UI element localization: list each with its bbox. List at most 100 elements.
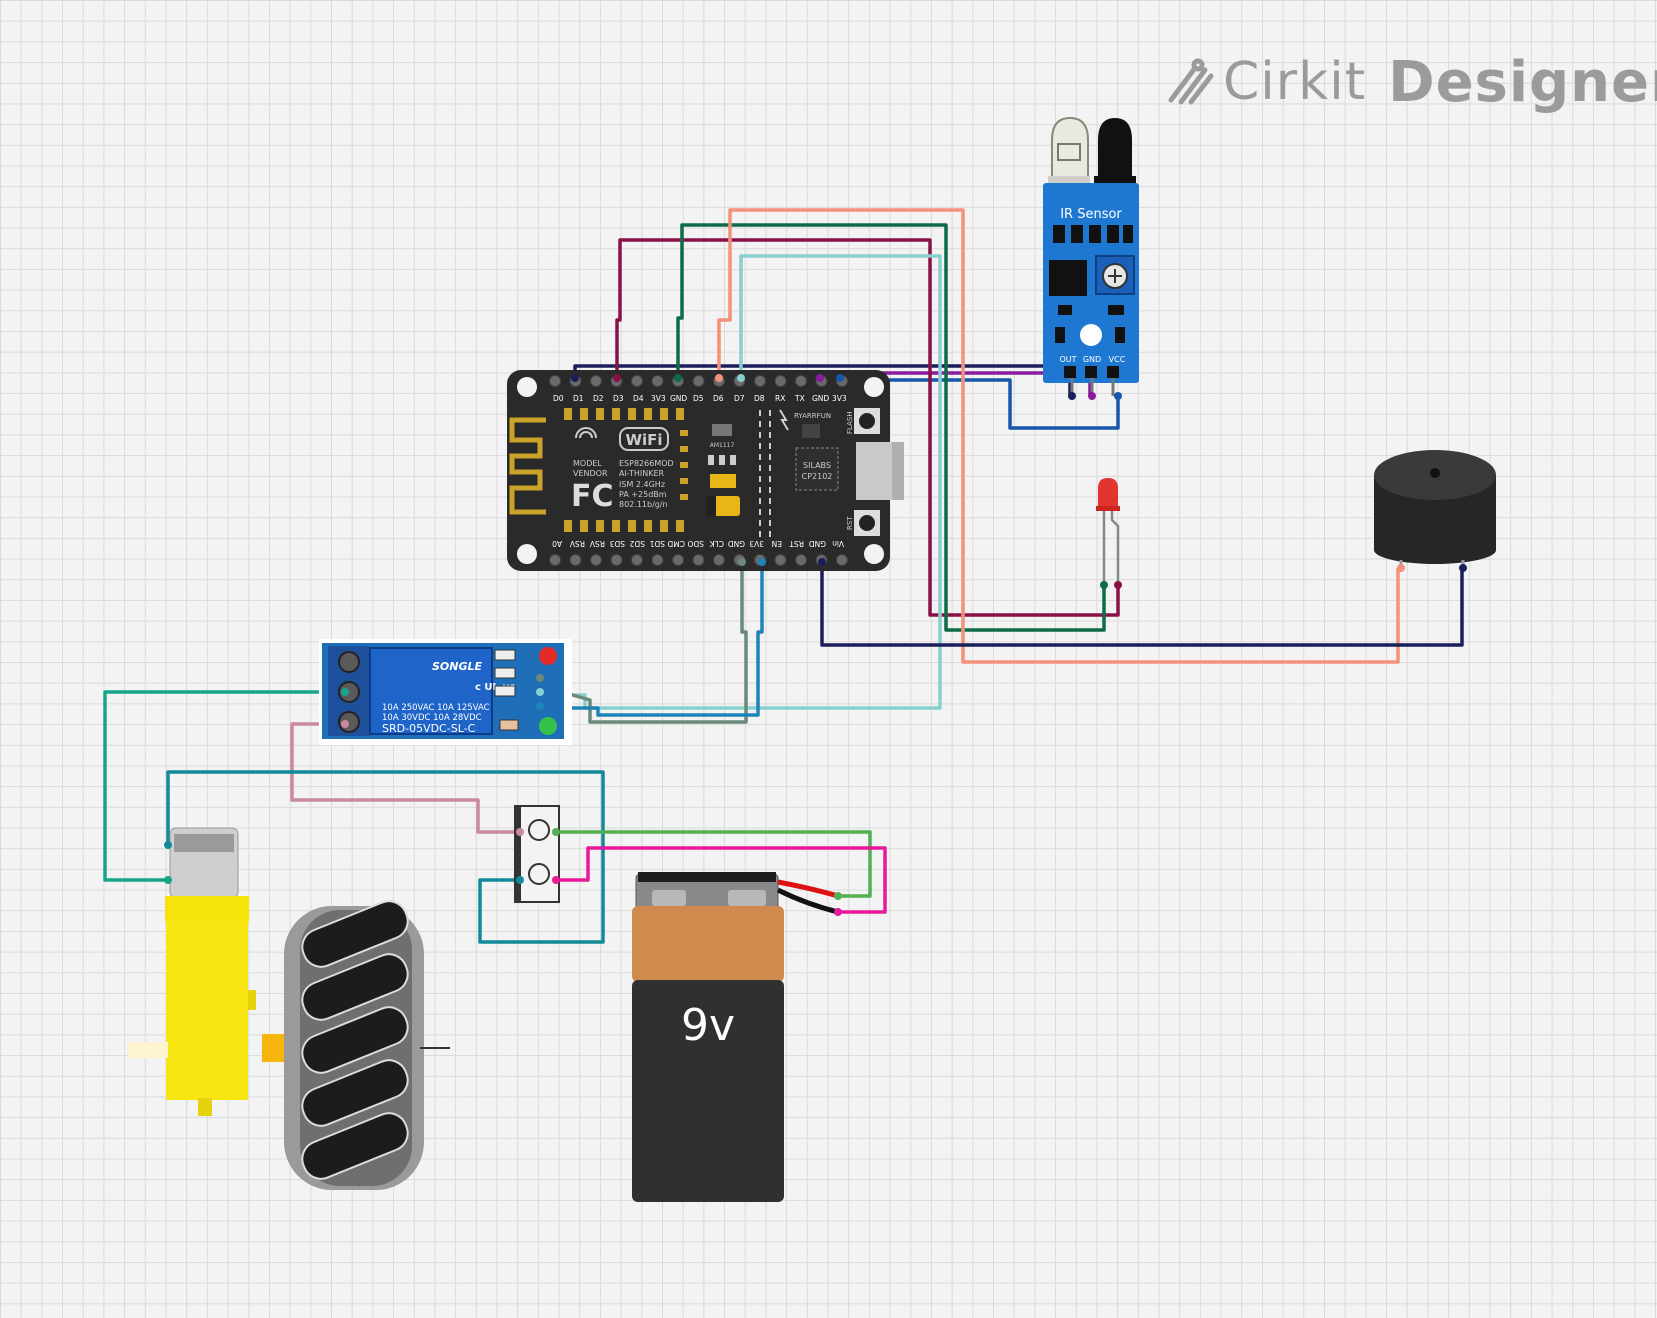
ir-pin-vcc: VCC: [1109, 355, 1126, 364]
wifi-signal-icon: [575, 427, 597, 439]
pin-hole-gnd[interactable]: [651, 554, 664, 566]
wheel-rollers: [301, 900, 409, 1180]
wifi-logo: WiFi: [625, 431, 662, 449]
mount-hole-tl: [517, 377, 537, 397]
bottom-pin-holes[interactable]: [549, 554, 848, 566]
battery-pos-pin[interactable]: [834, 892, 842, 900]
switch-pin-2[interactable]: [552, 828, 560, 836]
switch-pin-1[interactable]: [516, 828, 524, 836]
switch-terminal-1[interactable]: [528, 819, 550, 841]
pin-label-d1: D1: [573, 394, 584, 403]
pin-label-bgnd: GND: [809, 539, 826, 548]
smd-part: [802, 424, 820, 438]
battery-terminal-pos: [728, 890, 766, 906]
pin-hole-sd3[interactable]: [774, 554, 787, 566]
relay-no-pin[interactable]: [341, 720, 349, 728]
dc-gear-motor[interactable]: [128, 827, 292, 1116]
relay-rating-2: 10A 30VDC 10A 28VDC: [382, 713, 482, 723]
pin-label-d5: D5: [693, 394, 704, 403]
relay-resistor-1: [494, 649, 516, 661]
battery-snap: [638, 872, 776, 882]
pin-hole-rst[interactable]: [590, 554, 602, 566]
piezo-buzzer[interactable]: [1374, 450, 1496, 572]
cirkit-logo-icon: [1168, 58, 1214, 105]
relay-module[interactable]: SONGLE c UL us 10A 250VAC 10A 125VAC 10A…: [319, 639, 572, 745]
nodemcu-board[interactable]: D0 D1 D2 D3 D4 3V3 GND D5 D6 D7 D8 RX TX…: [507, 370, 904, 571]
switch-pin-3[interactable]: [516, 876, 524, 884]
module-vendor: AI-THINKER: [619, 469, 665, 478]
ir-emitter-led: [1051, 116, 1089, 179]
usb-chip-model: CP2102: [802, 472, 833, 481]
pin-hole-d2[interactable]: [590, 375, 602, 387]
battery-neg-pin[interactable]: [834, 908, 842, 916]
pin-label-sdo: SDO: [687, 539, 704, 548]
pa-power: PA +25dBm: [619, 490, 667, 499]
motor-pin-2[interactable]: [164, 876, 172, 884]
relay-com-pin[interactable]: [341, 688, 349, 696]
pin-label-b3v3: 3V3: [749, 539, 764, 548]
wires: [103, 208, 1464, 944]
pin-hole-clk[interactable]: [672, 554, 684, 566]
gearbox-foot: [198, 1098, 212, 1116]
buzzer-neg-pin[interactable]: [1459, 564, 1467, 572]
red-led[interactable]: [1096, 478, 1122, 589]
pin-hole-3v3[interactable]: [631, 554, 643, 566]
ir-sensor[interactable]: IR Sensor OUT GND VCC: [1043, 116, 1139, 400]
pin-hole-rx[interactable]: [774, 375, 787, 387]
relay-gnd-pin[interactable]: [536, 674, 544, 682]
ir-smd-row: [1053, 225, 1133, 243]
relay-resistor-3: [494, 685, 516, 697]
regulator-label: AM1117: [710, 442, 735, 449]
top-pin-holes[interactable]: [549, 375, 848, 387]
regulator-pins: [708, 455, 736, 465]
led-anode-pin[interactable]: [1114, 581, 1122, 589]
ir-out-pin[interactable]: [1068, 392, 1076, 400]
pin-hole-cmd[interactable]: [713, 554, 725, 566]
relay-diode: [499, 719, 519, 731]
led-cathode-pin[interactable]: [1100, 581, 1108, 589]
pin-hole-rsv[interactable]: [795, 554, 807, 566]
nodemcu-wire-endpoints: [571, 374, 844, 566]
terminal-screw-1[interactable]: [338, 651, 360, 673]
battery-terminal-neg: [652, 890, 686, 906]
wire-d7-relay: [560, 254, 942, 710]
pin-hole-d4[interactable]: [631, 375, 643, 387]
model-label: MODEL: [573, 459, 602, 468]
usb-chip-brand: SILABS: [803, 461, 831, 470]
relay-in-pin[interactable]: [536, 688, 544, 696]
pin-hole-a0[interactable]: [836, 554, 848, 566]
buzzer-pos-pin[interactable]: [1397, 564, 1405, 572]
pin-hole-3v3[interactable]: [651, 375, 664, 387]
switch-pin-4[interactable]: [552, 876, 560, 884]
rst-button-cap[interactable]: [859, 515, 875, 531]
pin-hole-gnd[interactable]: [569, 554, 582, 566]
ir-title: IR Sensor: [1060, 207, 1122, 222]
pin-label-d8: D8: [754, 394, 765, 403]
mount-hole-tr: [864, 377, 884, 397]
pin-hole-d8[interactable]: [754, 375, 766, 387]
ir-vcc-pin[interactable]: [1114, 392, 1122, 400]
pin-hole-vin[interactable]: [549, 554, 561, 566]
pin-label-clk: CLK: [709, 539, 724, 548]
pin-label-d2: D2: [593, 394, 604, 403]
pin-hole-d5[interactable]: [692, 375, 705, 387]
battery-9v[interactable]: 9v: [632, 872, 842, 1202]
pushbutton-switch[interactable]: [514, 805, 560, 903]
switch-terminal-2[interactable]: [528, 863, 550, 885]
motor-pin-1[interactable]: [164, 841, 172, 849]
pin-hole-en[interactable]: [610, 554, 623, 566]
battery-black-lead: [776, 887, 839, 915]
pin-hole-d0[interactable]: [549, 375, 561, 387]
gearbox-top: [165, 896, 249, 922]
wire-d6-buzzer: [717, 208, 1400, 664]
wire-relay-motor: [103, 690, 345, 882]
flash-button-cap[interactable]: [859, 413, 875, 429]
battery-copper-top: [632, 906, 784, 982]
pin-hole-tx[interactable]: [795, 375, 807, 387]
relay-vcc-pin[interactable]: [536, 702, 544, 710]
ir-gnd-pin[interactable]: [1088, 392, 1096, 400]
capacitor-2-band: [706, 496, 716, 516]
pin-hole-sdo[interactable]: [692, 554, 705, 566]
mecanum-wheel: [284, 900, 450, 1190]
